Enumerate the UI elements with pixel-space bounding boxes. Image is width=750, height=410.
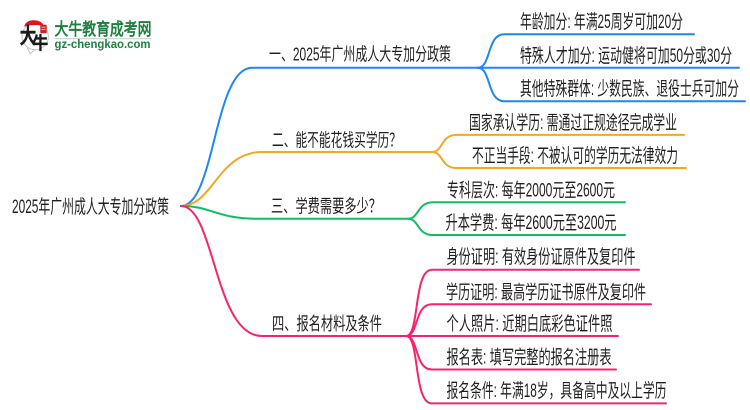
svg-text:升本学费: 每年2600元至3200元: 升本学费: 每年2600元至3200元 [446,212,617,234]
svg-text:其他特殊群体: 少数民族、退役士兵可加分: 其他特殊群体: 少数民族、退役士兵可加分 [520,78,739,100]
svg-text:二、能不能花钱买学历？: 二、能不能花钱买学历？ [272,131,401,151]
svg-text:年龄加分: 年满25周岁可加20分: 年龄加分: 年满25周岁可加20分 [520,11,683,33]
svg-text:报名表: 填写完整的报名注册表: 报名表: 填写完整的报名注册表 [447,347,612,369]
svg-text:四、报名材料及条件: 四、报名材料及条件 [272,314,382,334]
svg-text:学历证明: 最高学历证书原件及复印件: 学历证明: 最高学历证书原件及复印件 [446,281,646,303]
svg-text:牛: 牛 [33,33,49,53]
svg-text:报名条件: 年满18岁，具备高中及以上学历: 报名条件: 年满18岁，具备高中及以上学历 [447,380,667,402]
svg-text:国家承认学历: 需通过正规途径完成学业: 国家承认学历: 需通过正规途径完成学业 [469,112,677,134]
svg-text:专科层次: 每年2000元至2600元: 专科层次: 每年2000元至2600元 [447,180,615,202]
svg-text:身份证明: 有效身份证原件及复印件: 身份证明: 有效身份证原件及复印件 [447,246,636,268]
svg-text:gz-chengkao.com: gz-chengkao.com [55,37,151,51]
svg-text:个人照片: 近期白底彩色证件照: 个人照片: 近期白底彩色证件照 [447,313,613,335]
svg-text:不正当手段: 不被认可的学历无法律效力: 不正当手段: 不被认可的学历无法律效力 [472,145,678,167]
svg-text:大: 大 [20,25,36,48]
svg-text:2025年广州成人大专加分政策: 2025年广州成人大专加分政策 [12,196,169,218]
svg-text:大牛教育成考网: 大牛教育成考网 [55,19,152,39]
svg-text:一、2025年广州成人大专加分政策: 一、2025年广州成人大专加分政策 [269,44,451,64]
svg-text:特殊人才加分: 运动健将可加50分或30分: 特殊人才加分: 运动健将可加50分或30分 [520,45,732,67]
svg-text:三、学费需要多少？: 三、学费需要多少？ [271,197,381,217]
